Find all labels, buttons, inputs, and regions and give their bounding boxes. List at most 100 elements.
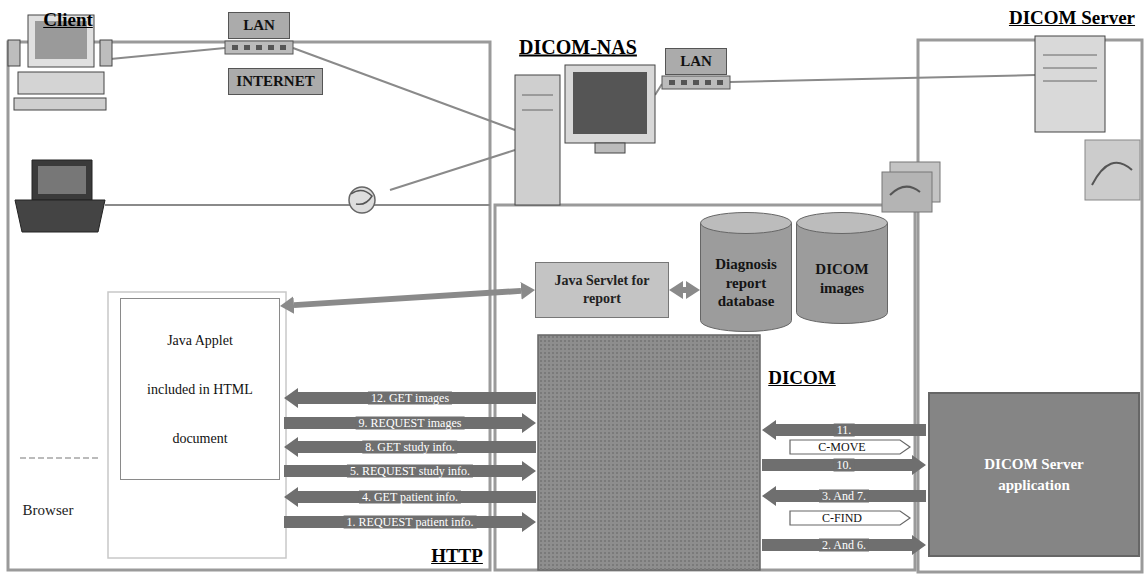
region-outline: [8, 40, 1142, 572]
lan-hub: [662, 76, 730, 89]
command-label: C-MOVE: [816, 441, 867, 453]
lan-hub: [232, 45, 238, 50]
lan-hub: [717, 80, 723, 85]
nas-computer: [595, 143, 625, 153]
step-label: 9. REQUEST images: [356, 417, 465, 430]
http-arrow: [284, 388, 536, 532]
region-outline: [918, 40, 1142, 572]
network-box: INTERNET: [228, 68, 323, 95]
server-tower: [1043, 81, 1097, 82]
dicom-arrow: [762, 486, 926, 506]
cylinder-body: [701, 223, 792, 331]
lan-hub: [681, 80, 687, 85]
network-wire: [730, 75, 1035, 82]
lan-hub: [280, 45, 286, 50]
lan-hub: [268, 45, 274, 50]
cylinder-body: [797, 223, 888, 323]
connector-arrow: [294, 291, 521, 305]
server-tower: [1035, 36, 1105, 132]
desktop-computer: [8, 40, 20, 66]
medical-image: [1092, 163, 1132, 185]
web-server-block: [538, 335, 760, 570]
command-tag: [790, 440, 910, 454]
node-text: Java Applet included in HTML document: [145, 316, 255, 463]
heading: DICOM Server: [1009, 7, 1135, 29]
database-cylinder: Diagnosis report database: [700, 212, 792, 332]
network-wire: [100, 48, 225, 60]
servlet-box: Java Servlet for report: [535, 262, 669, 318]
node-text: DICOM images: [802, 260, 882, 298]
browser-window: [20, 457, 100, 459]
laptop-computer: [15, 200, 105, 232]
medical-image: [890, 187, 920, 195]
node-text: LAN: [243, 17, 275, 34]
network-wire: [390, 150, 515, 190]
http-arrow: [284, 437, 536, 457]
medical-image: [1085, 140, 1140, 200]
globe-icon: [351, 190, 372, 204]
laptop-computer: [32, 160, 92, 200]
nas-computer: [515, 65, 655, 205]
node-text: Java Servlet for report: [543, 272, 661, 308]
laptop-computer: [38, 166, 86, 194]
nas-computer: [573, 72, 647, 134]
heading: Client: [43, 9, 93, 31]
step-label: 8. GET study info.: [362, 441, 457, 454]
lan-hub: [256, 45, 262, 50]
network-box: LAN: [665, 48, 727, 75]
step-label: 1. REQUEST patient info.: [344, 516, 477, 529]
medical-image: [882, 140, 1140, 212]
http-arrow: [284, 487, 536, 507]
command-label: C-FIND: [820, 512, 864, 524]
nas-computer: [515, 75, 560, 205]
http-arrow: [284, 413, 536, 433]
connector-arrow: [683, 287, 686, 293]
node-text: LAN: [680, 53, 712, 70]
step-label: 5. REQUEST study info.: [347, 465, 473, 478]
step-label: 4. GET patient info.: [359, 491, 461, 504]
node-text: INTERNET: [236, 73, 314, 90]
region-outline: [495, 205, 915, 570]
node-text: Diagnosis report database: [706, 255, 786, 311]
heading: DICOM-NAS: [519, 36, 637, 59]
node-text: DICOM Server application: [959, 454, 1109, 496]
network-wire: [655, 84, 662, 95]
region-outline: [8, 42, 490, 570]
lan-hub: [705, 80, 711, 85]
nas-computer: [522, 95, 553, 96]
http-arrow: [284, 461, 536, 481]
nas-computer: [522, 110, 553, 111]
nas-computer: [565, 65, 655, 143]
desktop-computer: [100, 40, 112, 66]
database-cylinder: DICOM images: [796, 212, 888, 324]
lan-hub: [244, 45, 250, 50]
network-box: LAN: [228, 12, 290, 39]
globe-icon: [349, 187, 375, 213]
dicom-arrow: [762, 535, 926, 555]
command-tag: [790, 440, 910, 525]
web-server-block: [538, 335, 760, 570]
web-server-block: [538, 335, 760, 570]
lan-hub: [225, 41, 293, 54]
cylinder-outline: [700, 212, 792, 332]
lan-hub: [693, 80, 699, 85]
server-box: DICOM Server application: [928, 392, 1140, 557]
network-wire: [105, 204, 490, 206]
server-tower: [1043, 68, 1097, 69]
laptop-computer: [15, 160, 105, 232]
cylinder-top: [797, 213, 888, 234]
cylinder-top: [701, 213, 792, 234]
dicom-arrow: [762, 420, 926, 555]
lan-hub: [669, 80, 675, 85]
server-tower: [1043, 55, 1097, 56]
http-arrow: [284, 512, 536, 532]
step-number: 3. And 7.: [819, 490, 869, 503]
dicom-arrow: [762, 455, 926, 475]
server-tower: [1035, 36, 1105, 132]
desktop-computer: [14, 98, 106, 110]
globe-icon: [349, 187, 375, 213]
dicom-arrow: [762, 420, 926, 440]
medical-image: [882, 172, 932, 212]
step-number: 2. And 6.: [819, 539, 869, 552]
step-label: 12. GET images: [368, 392, 452, 405]
